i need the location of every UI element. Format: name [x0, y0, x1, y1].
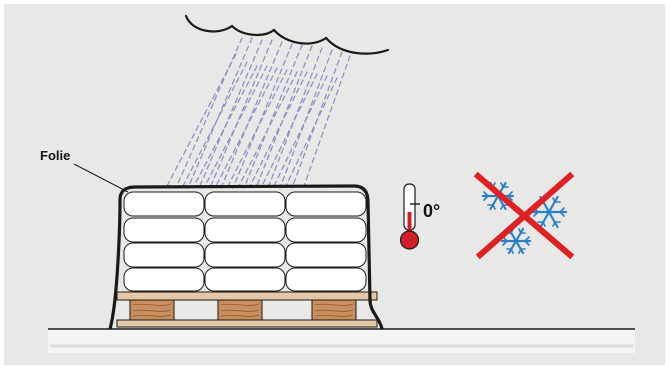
bag: [124, 192, 204, 216]
bag: [286, 243, 366, 267]
pallet: [117, 292, 377, 327]
temperature-label: 0°: [423, 201, 440, 222]
ground: [48, 329, 635, 353]
cement-bags: [124, 192, 366, 291]
pallet-block-right: [312, 300, 356, 320]
bag: [124, 243, 204, 267]
folie-label: Folie: [40, 148, 70, 163]
bag: [205, 218, 285, 242]
bag: [205, 243, 285, 267]
pallet-block-left: [130, 300, 174, 320]
bag: [205, 268, 285, 291]
bag: [286, 268, 366, 291]
bag: [124, 218, 204, 242]
pallet-bottom-board: [117, 320, 377, 327]
bag: [205, 192, 285, 216]
bag: [286, 218, 366, 242]
bag: [124, 268, 204, 291]
pallet-block-middle: [218, 300, 262, 320]
pallet-top-board: [117, 292, 377, 300]
bag: [286, 192, 366, 216]
